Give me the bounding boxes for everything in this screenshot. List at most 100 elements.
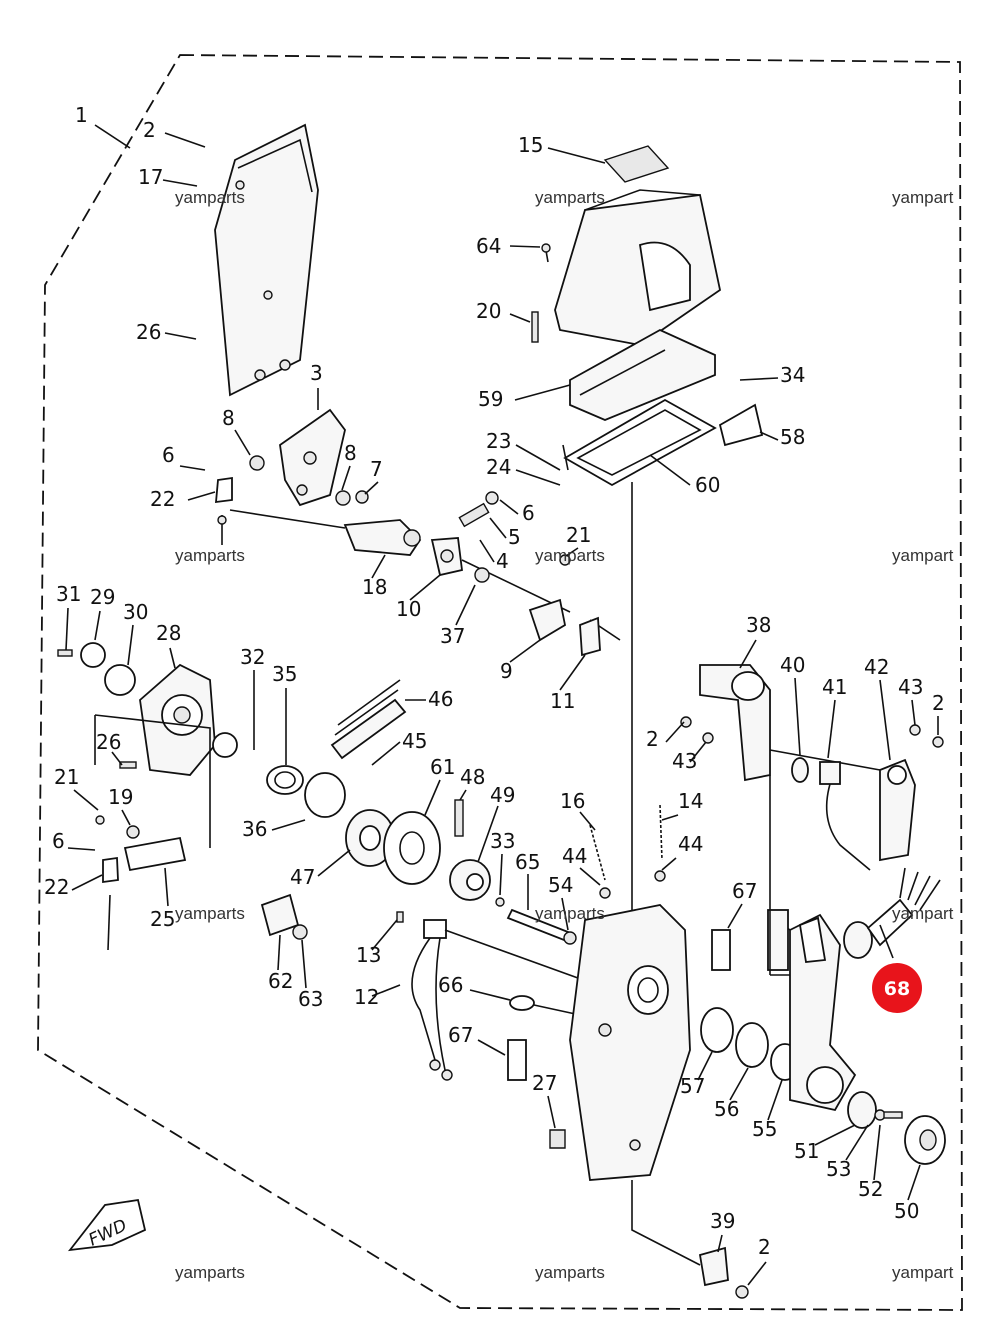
part-number-label[interactable]: 20 [476, 299, 501, 323]
cover-plate [104, 664, 136, 696]
spacer [80, 642, 106, 668]
part-number-label[interactable]: 23 [486, 429, 511, 453]
leader-line [561, 897, 569, 931]
part-number-label[interactable]: 67 [448, 1023, 473, 1047]
part-number-label[interactable]: 55 [752, 1117, 777, 1141]
part-number-label[interactable]: 21 [566, 523, 591, 547]
part-number-label[interactable]: 22 [44, 875, 69, 899]
part-number-label[interactable]: 29 [90, 585, 115, 609]
part-number-label[interactable]: 62 [268, 969, 293, 993]
mounting-plate [214, 123, 319, 397]
part-number-label[interactable]: 43 [672, 749, 697, 773]
part-number-label[interactable]: 66 [438, 973, 463, 997]
highlight-badge[interactable]: 68 [872, 924, 922, 1013]
part-number-label[interactable]: 9 [500, 659, 513, 683]
leader-line [277, 934, 281, 971]
part-number-label[interactable]: 41 [822, 675, 847, 699]
part-number-label[interactable]: 48 [460, 765, 485, 789]
part-number-label[interactable]: 59 [478, 387, 503, 411]
part-number-label[interactable]: 7 [370, 457, 383, 481]
part-number-label[interactable]: 51 [794, 1139, 819, 1163]
part-number-label[interactable]: 3 [310, 361, 323, 385]
part-number-label[interactable]: 10 [396, 597, 421, 621]
part-number-label[interactable]: 6 [52, 829, 65, 853]
part-number-label[interactable]: 22 [150, 487, 175, 511]
friction-disk [847, 1091, 877, 1129]
leader-line [364, 481, 379, 495]
part-number-label[interactable]: 53 [826, 1157, 851, 1181]
part-number-label[interactable]: 26 [96, 730, 121, 754]
part-number-label[interactable]: 42 [864, 655, 889, 679]
part-number-label[interactable]: 31 [56, 582, 81, 606]
part-number-label[interactable]: 39 [710, 1209, 735, 1233]
part-number-label[interactable]: 26 [136, 320, 161, 344]
part-number-label[interactable]: 30 [123, 600, 148, 624]
part-number-label[interactable]: 38 [746, 613, 771, 637]
leader-line [729, 1067, 749, 1101]
leader-line [661, 814, 679, 821]
leader-line [661, 857, 677, 871]
part-number-label[interactable]: 5 [508, 525, 521, 549]
trim-switch-housing [699, 664, 881, 782]
part-number-label[interactable]: 12 [354, 985, 379, 1009]
part-number-label[interactable]: 33 [490, 829, 515, 853]
leader-line [164, 867, 169, 907]
part-number-label[interactable]: 19 [108, 785, 133, 809]
part-number-label[interactable]: 52 [858, 1177, 883, 1201]
part-number-label[interactable]: 44 [678, 832, 703, 856]
trim-switch [879, 758, 916, 862]
part-number-label[interactable]: 47 [290, 865, 315, 889]
part-number-label[interactable]: 35 [272, 662, 297, 686]
part-number-label[interactable]: 45 [402, 729, 427, 753]
part-number-label[interactable]: 37 [440, 624, 465, 648]
part-number-label[interactable]: 56 [714, 1097, 739, 1121]
part-number-label[interactable]: 18 [362, 575, 387, 599]
part-number-label[interactable]: 46 [428, 687, 453, 711]
part-number-label[interactable]: 65 [515, 850, 540, 874]
part-number-label[interactable]: 40 [780, 653, 805, 677]
part-number-label[interactable]: 67 [732, 879, 757, 903]
part-number-label[interactable]: 44 [562, 844, 587, 868]
part-number-label[interactable]: 36 [242, 817, 267, 841]
part-number-label[interactable]: 43 [898, 675, 923, 699]
part-number-label[interactable]: 32 [240, 645, 265, 669]
part-number-label[interactable]: 58 [780, 425, 805, 449]
part-number-label[interactable]: 13 [356, 943, 381, 967]
part-number-label[interactable]: 61 [430, 755, 455, 779]
watermark-text: yampart [892, 188, 954, 207]
clip [215, 476, 233, 504]
part-number-label[interactable]: 11 [550, 689, 575, 713]
part-number-label[interactable]: 2 [758, 1235, 771, 1259]
part-number-label[interactable]: 2 [143, 118, 156, 142]
part-number-label[interactable]: 25 [150, 907, 175, 931]
part-number-label[interactable]: 27 [532, 1071, 557, 1095]
part-number-label[interactable]: 2 [932, 691, 945, 715]
part-number-label[interactable]: 16 [560, 789, 585, 813]
part-number-label[interactable]: 21 [54, 765, 79, 789]
part-number-label[interactable]: 64 [476, 234, 501, 258]
part-number-label[interactable]: 49 [490, 783, 515, 807]
part-number-label[interactable]: 57 [680, 1074, 705, 1098]
part-number-label[interactable]: 6 [162, 443, 175, 467]
leader-line [911, 699, 916, 726]
part-number-label[interactable]: 24 [486, 455, 511, 479]
part-number-label[interactable]: 34 [780, 363, 805, 387]
leader-line [907, 1164, 921, 1201]
part-number-label[interactable]: 8 [222, 406, 235, 430]
part-number-label[interactable]: 4 [496, 549, 509, 573]
part-number-label[interactable]: 28 [156, 621, 181, 645]
collar [335, 490, 351, 506]
part-number-label[interactable]: 60 [695, 473, 720, 497]
part-number-label[interactable]: 15 [518, 133, 543, 157]
leader-line [371, 984, 401, 997]
leader-line [547, 1095, 556, 1129]
part-number-label[interactable]: 54 [548, 873, 573, 897]
part-number-label[interactable]: 2 [646, 727, 659, 751]
part-number-label[interactable]: 50 [894, 1199, 919, 1223]
part-number-label[interactable]: 63 [298, 987, 323, 1011]
part-number-label[interactable]: 6 [522, 501, 535, 525]
part-number-label[interactable]: 17 [138, 165, 163, 189]
part-number-label[interactable]: 8 [344, 441, 357, 465]
part-number-label[interactable]: 1 [75, 103, 88, 127]
part-number-label[interactable]: 14 [678, 789, 703, 813]
